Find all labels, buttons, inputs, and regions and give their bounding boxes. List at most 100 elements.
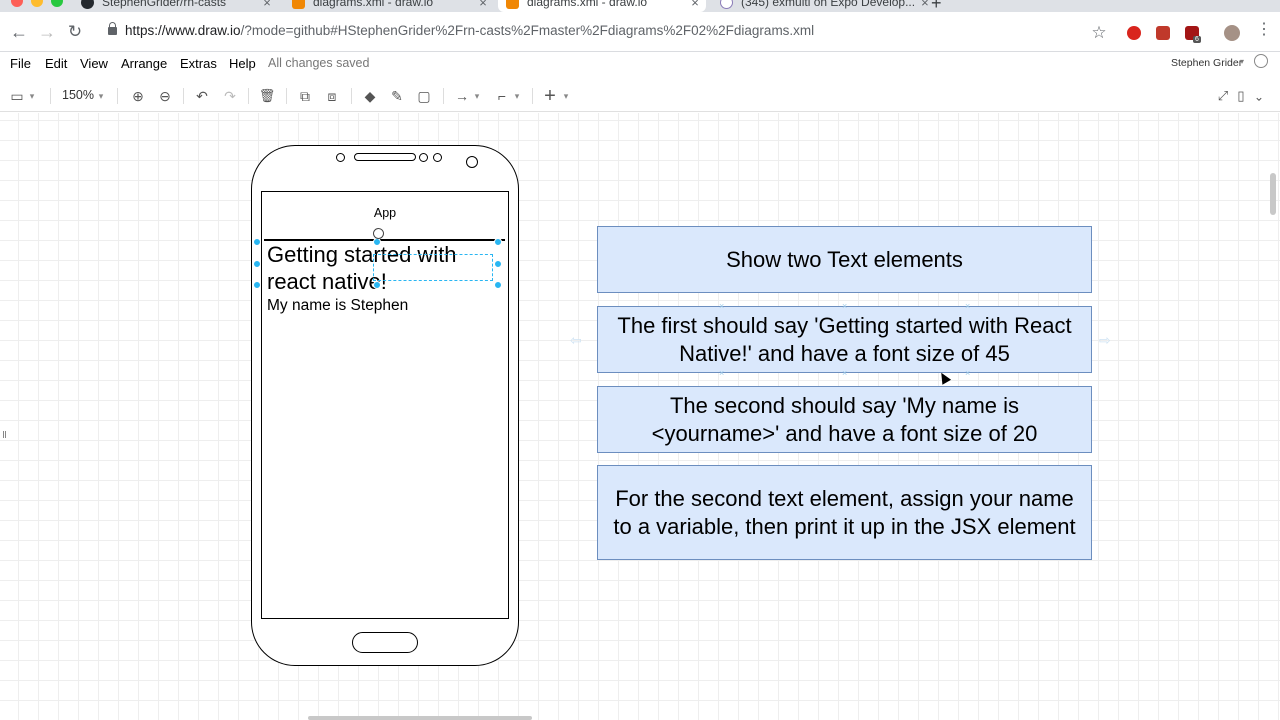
toolbar-divider bbox=[351, 88, 352, 104]
phone-screen[interactable]: App Getting started with react native! M… bbox=[253, 191, 509, 619]
tab-label: diagrams.xml - draw.io bbox=[313, 0, 434, 9]
undo-icon[interactable]: ↶ bbox=[196, 87, 208, 104]
to-front-icon[interactable]: ⧉ bbox=[300, 87, 310, 104]
menu-arrange[interactable]: Arrange bbox=[121, 56, 168, 71]
tab-drawio-1[interactable]: diagrams.xml - draw.io × bbox=[284, 0, 494, 12]
line-color-icon[interactable]: ✎ bbox=[391, 87, 403, 104]
resize-handle[interactable] bbox=[373, 281, 381, 289]
format-toggle-icon[interactable]: ▯ bbox=[1237, 88, 1245, 103]
toolbar-divider bbox=[248, 88, 249, 104]
chevron-down-icon[interactable]: ▾ bbox=[29, 90, 35, 101]
shadow-icon[interactable]: ▢ bbox=[417, 87, 431, 104]
instruction-box-2[interactable]: The first should say 'Getting started wi… bbox=[597, 306, 1092, 373]
extension-red-square-icon[interactable] bbox=[1156, 26, 1170, 40]
rotate-handle-icon[interactable] bbox=[373, 228, 384, 239]
url-host: https://www.draw.io bbox=[125, 23, 241, 38]
instruction-box-1[interactable]: Show two Text elements bbox=[597, 226, 1092, 293]
close-icon[interactable]: × bbox=[691, 0, 699, 10]
hover-arrow-left-icon[interactable]: ⇦ bbox=[570, 332, 582, 348]
menu-extras[interactable]: Extras bbox=[180, 56, 217, 71]
waypoints-icon[interactable]: ⌐ bbox=[497, 88, 507, 104]
toolbar-divider bbox=[117, 88, 118, 104]
phone-mockup[interactable]: App Getting started with react native! M… bbox=[251, 145, 519, 666]
forward-button[interactable]: → bbox=[38, 21, 56, 42]
zoom-in-icon[interactable]: ⊕ bbox=[132, 87, 144, 104]
profile-avatar[interactable] bbox=[1224, 25, 1240, 41]
menu-help[interactable]: Help bbox=[229, 56, 256, 71]
connection-icon[interactable]: → bbox=[455, 88, 469, 104]
connection-point-icon[interactable]: × bbox=[842, 368, 848, 378]
text-element-heading[interactable]: Getting started with react native! bbox=[267, 242, 457, 294]
chevron-down-icon[interactable]: ▾ bbox=[514, 90, 520, 101]
toolbar-divider bbox=[50, 88, 51, 104]
format-panel-icon[interactable]: ▭ bbox=[10, 87, 24, 104]
phone-sensor bbox=[433, 153, 442, 162]
reload-button[interactable]: ↻ bbox=[67, 22, 83, 41]
toolbar-divider bbox=[183, 88, 184, 104]
instruction-box-4[interactable]: For the second text element, assign your… bbox=[597, 465, 1092, 560]
new-tab-button[interactable]: + bbox=[931, 0, 942, 13]
browser-menu-icon[interactable]: ⋮ bbox=[1256, 21, 1272, 38]
collapse-icon[interactable]: ⌃ bbox=[1253, 89, 1265, 103]
close-icon[interactable]: × bbox=[479, 0, 487, 10]
chevron-down-icon[interactable]: ▾ bbox=[474, 90, 480, 101]
chevron-down-icon[interactable]: ▾ bbox=[98, 90, 104, 101]
hover-arrow-right-icon[interactable]: ⇨ bbox=[1099, 332, 1111, 348]
close-window-dot[interactable] bbox=[11, 0, 23, 7]
resize-handle[interactable] bbox=[253, 238, 261, 246]
chevron-down-icon[interactable]: ▾ bbox=[1240, 57, 1245, 66]
sidebar-resize-handle[interactable] bbox=[3, 431, 6, 438]
connection-point-icon[interactable]: × bbox=[842, 301, 848, 311]
insert-plus-icon[interactable]: + bbox=[544, 84, 556, 107]
diagram-canvas[interactable]: App Getting started with react native! M… bbox=[0, 113, 1280, 720]
back-button[interactable]: ← bbox=[10, 21, 28, 42]
user-name[interactable]: Stephen Grider bbox=[1171, 57, 1243, 69]
trash-icon[interactable]: 🗑 bbox=[258, 88, 276, 103]
resize-handle[interactable] bbox=[494, 238, 502, 246]
chevron-down-icon[interactable]: ▾ bbox=[563, 90, 569, 101]
bookmark-star-icon[interactable]: ☆ bbox=[1091, 23, 1107, 42]
resize-handle[interactable] bbox=[373, 238, 381, 246]
vertical-scrollbar[interactable] bbox=[1270, 173, 1276, 215]
horizontal-scrollbar[interactable] bbox=[308, 716, 532, 720]
menu-view[interactable]: View bbox=[80, 56, 108, 71]
instruction-box-3[interactable]: The second should say 'My name is <yourn… bbox=[597, 386, 1092, 453]
tab-label: (345) exmulti on Expo Develop... bbox=[741, 0, 916, 9]
drawio-icon bbox=[506, 0, 519, 9]
extension-red-circle-icon[interactable] bbox=[1127, 26, 1141, 40]
save-status: All changes saved bbox=[268, 56, 370, 70]
close-icon[interactable]: × bbox=[921, 0, 929, 10]
fill-color-icon[interactable]: ◆ bbox=[364, 87, 376, 104]
tab-expo[interactable]: (345) exmulti on Expo Develop... × bbox=[712, 0, 929, 12]
menu-edit[interactable]: Edit bbox=[45, 56, 68, 71]
app-header-title[interactable]: App bbox=[373, 206, 397, 220]
connection-point-icon[interactable]: × bbox=[719, 301, 725, 311]
close-icon[interactable]: × bbox=[263, 0, 271, 10]
redo-icon[interactable]: ↷ bbox=[224, 87, 236, 104]
text-element-name[interactable]: My name is Stephen bbox=[267, 297, 409, 314]
resize-handle[interactable] bbox=[253, 281, 261, 289]
menu-file[interactable]: File bbox=[10, 56, 31, 71]
fullscreen-icon[interactable]: ⤢ bbox=[1217, 88, 1229, 103]
resize-handle[interactable] bbox=[253, 260, 261, 268]
maximize-window-dot[interactable] bbox=[51, 0, 63, 7]
minimize-window-dot[interactable] bbox=[31, 0, 43, 7]
resize-handle[interactable] bbox=[494, 281, 502, 289]
tab-github[interactable]: StephenGrider/rn-casts × bbox=[73, 0, 278, 12]
tab-drawio-2[interactable]: diagrams.xml - draw.io × bbox=[498, 0, 706, 12]
user-icon[interactable] bbox=[1254, 54, 1268, 68]
resize-handle[interactable] bbox=[494, 260, 502, 268]
connection-point-icon[interactable]: × bbox=[965, 301, 971, 311]
connection-point-icon[interactable]: × bbox=[965, 368, 971, 378]
url-path: /?mode=github#HStephenGrider%2Frn-casts%… bbox=[240, 23, 815, 38]
url-field[interactable]: https://www.draw.io/?mode=github#HStephe… bbox=[108, 22, 815, 38]
connection-point-icon[interactable]: × bbox=[719, 368, 725, 378]
phone-home-button bbox=[352, 632, 418, 653]
to-back-icon[interactable]: ⧈ bbox=[327, 87, 337, 104]
phone-camera bbox=[466, 156, 478, 168]
zoom-level[interactable]: 150% bbox=[62, 88, 94, 102]
lock-icon bbox=[108, 22, 117, 35]
phone-sensor bbox=[336, 153, 345, 162]
zoom-out-icon[interactable]: ⊖ bbox=[159, 87, 171, 104]
toolbar-divider bbox=[532, 88, 533, 104]
